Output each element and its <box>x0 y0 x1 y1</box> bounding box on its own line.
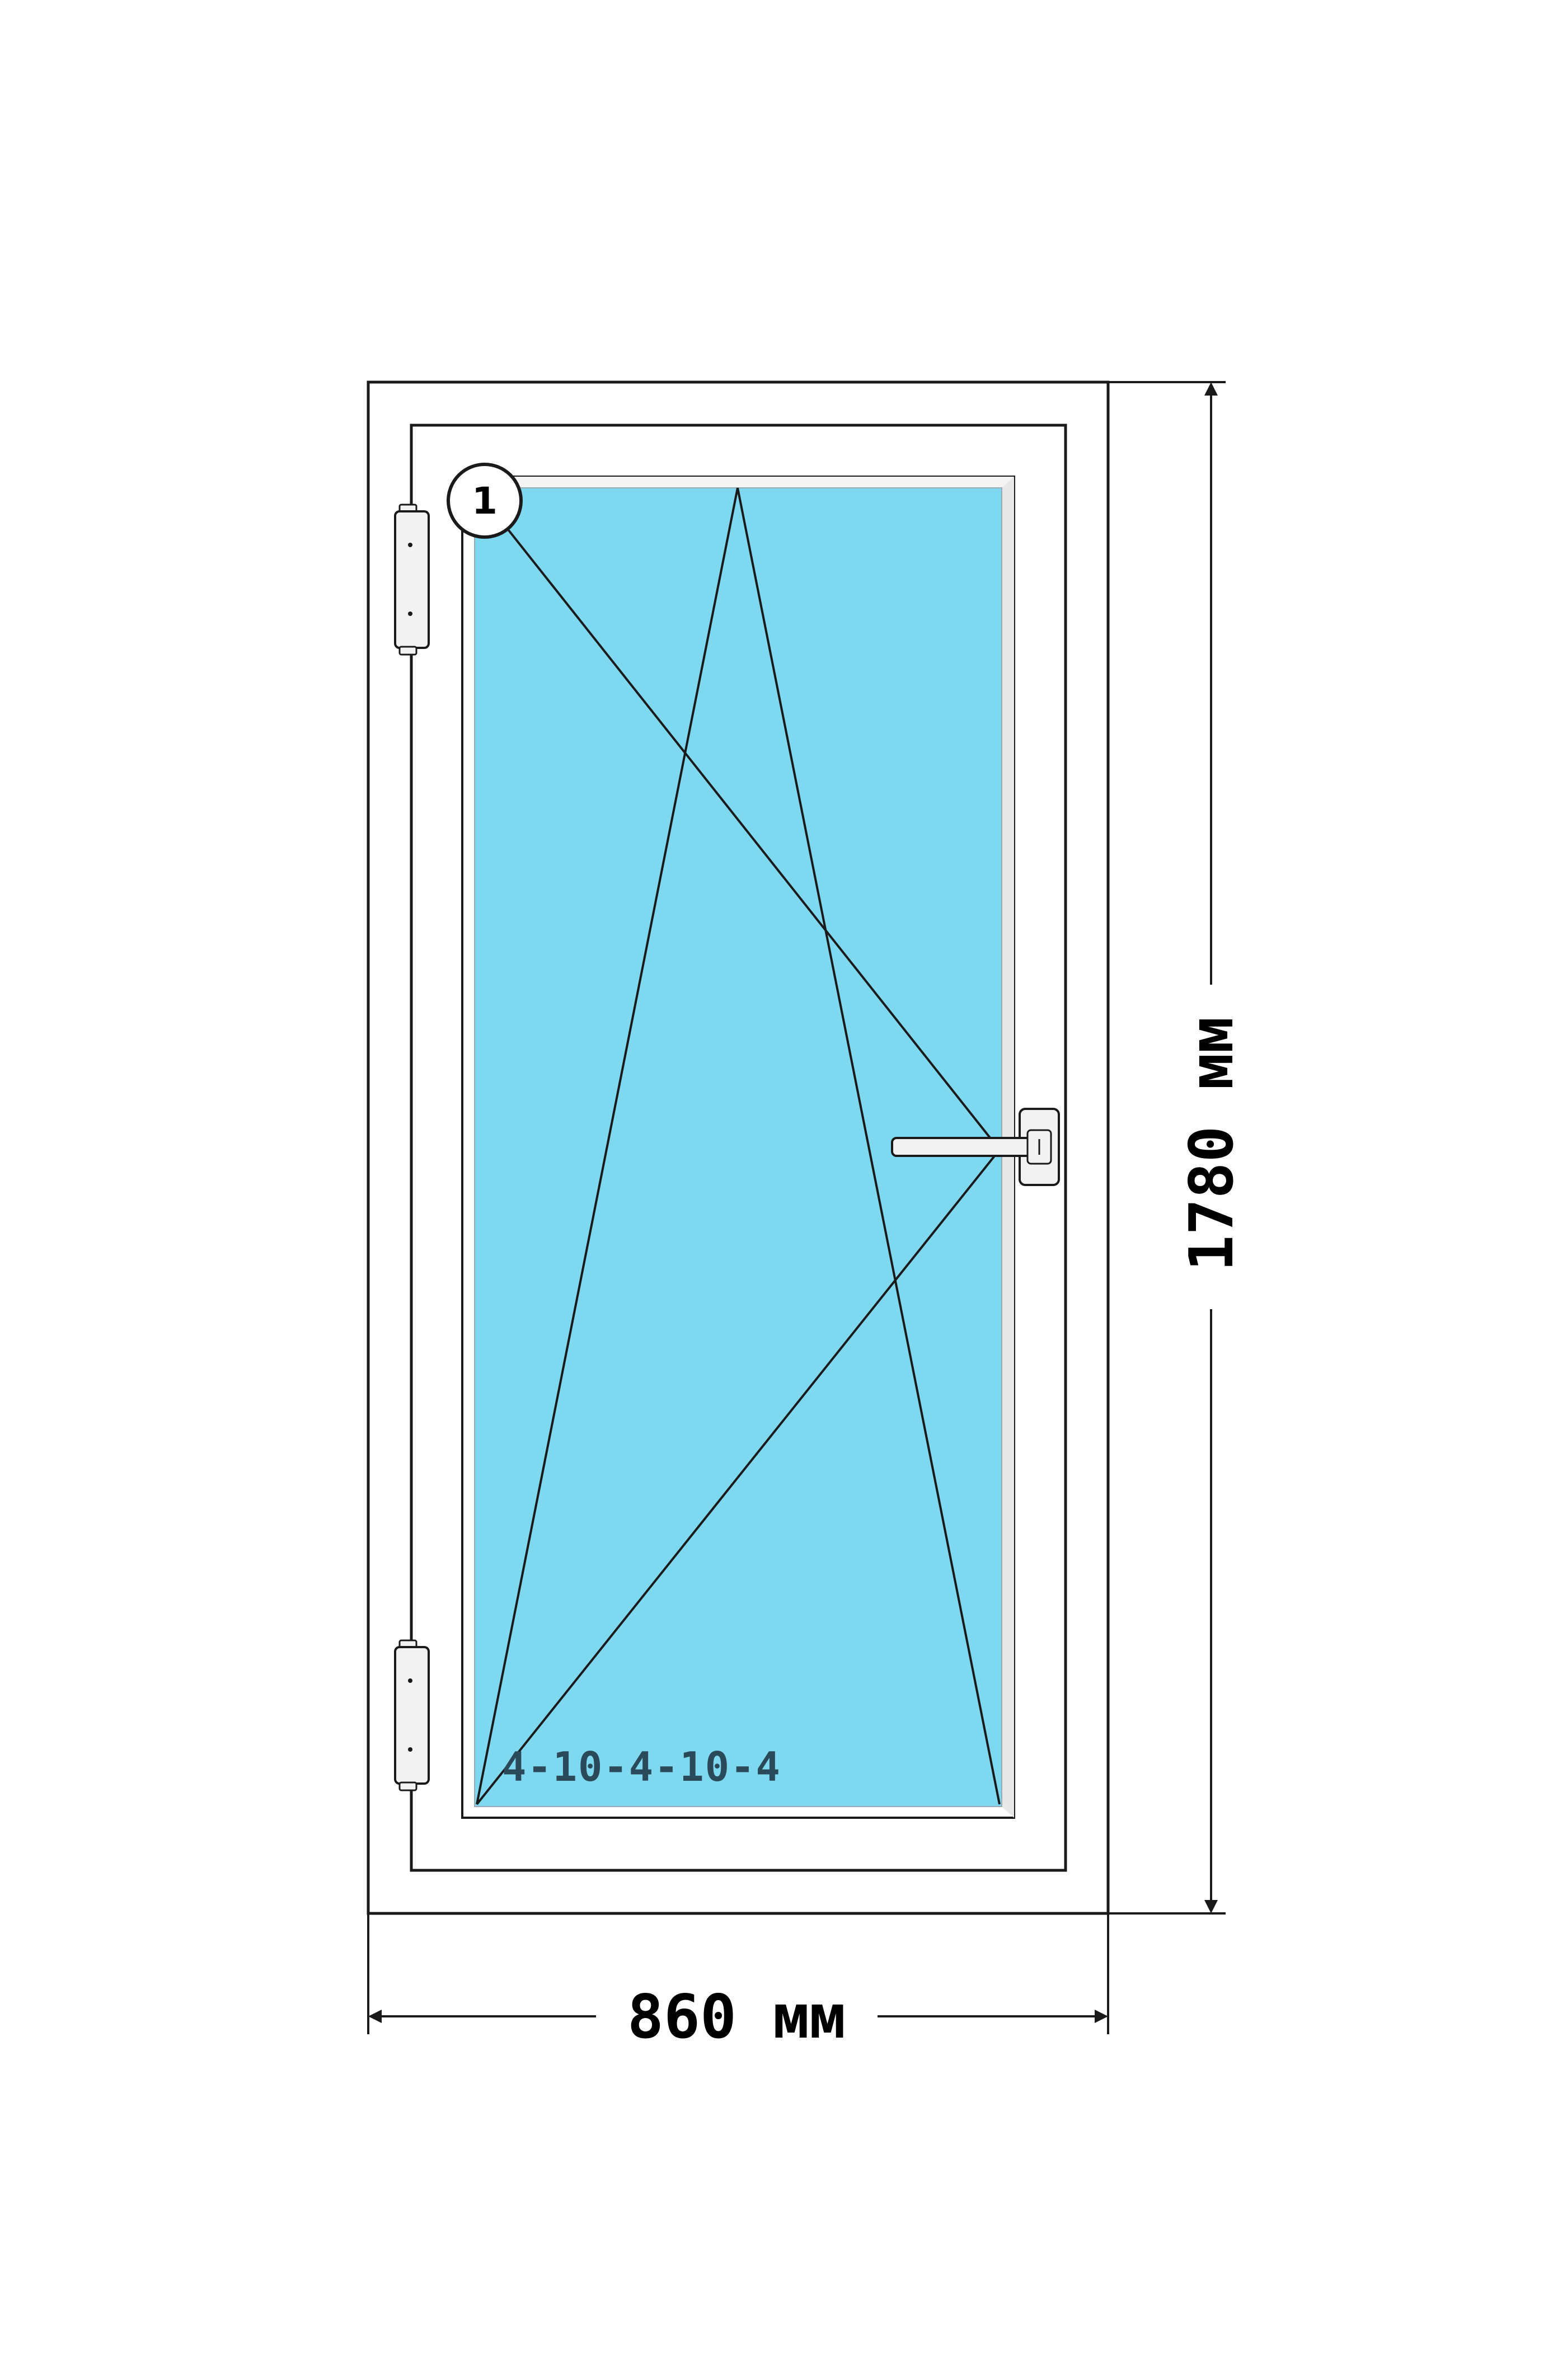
sash-number-circle <box>447 463 523 539</box>
bottom-hinge-cap-bottom <box>398 1781 417 1791</box>
glass-formula: 4-10-4-10-4 <box>502 1743 781 1790</box>
height-label: 1780 мм <box>1177 1017 1247 1271</box>
tilt-line-left <box>476 487 739 1805</box>
height-arrow-bottom <box>1204 1900 1218 1913</box>
height-arrow-top <box>1204 382 1218 396</box>
top-hinge-cap-bottom <box>398 646 417 656</box>
bead-inner-bevel <box>462 477 1014 488</box>
sash-number-marker: 1 <box>447 463 523 539</box>
height-dimension: 1780 мм <box>1108 381 1247 1915</box>
top-hinge-body <box>394 510 430 649</box>
bottom-hinge-body <box>394 1646 430 1785</box>
top-hinge <box>394 504 430 656</box>
tilt-line-right <box>736 487 1001 1805</box>
opening-lines <box>476 487 1001 1805</box>
width-dimension: 860 мм <box>367 1913 1109 2052</box>
width-arrow-left <box>368 2010 382 2023</box>
bottom-hinge <box>394 1639 430 1791</box>
bottom-hinge-screw <box>408 1678 412 1683</box>
top-hinge-screw <box>408 612 412 616</box>
width-arrow-right <box>1095 2010 1108 2023</box>
sash-number: 1 <box>472 479 498 523</box>
handle-lever <box>891 1137 1040 1157</box>
bottom-hinge-screw <box>408 1747 412 1752</box>
top-hinge-screw <box>408 543 412 547</box>
turn-line-top <box>476 489 1001 1151</box>
window-handle <box>891 1108 1060 1186</box>
turn-line-bottom <box>476 1149 1001 1805</box>
width-label: 860 мм <box>627 1982 846 2052</box>
